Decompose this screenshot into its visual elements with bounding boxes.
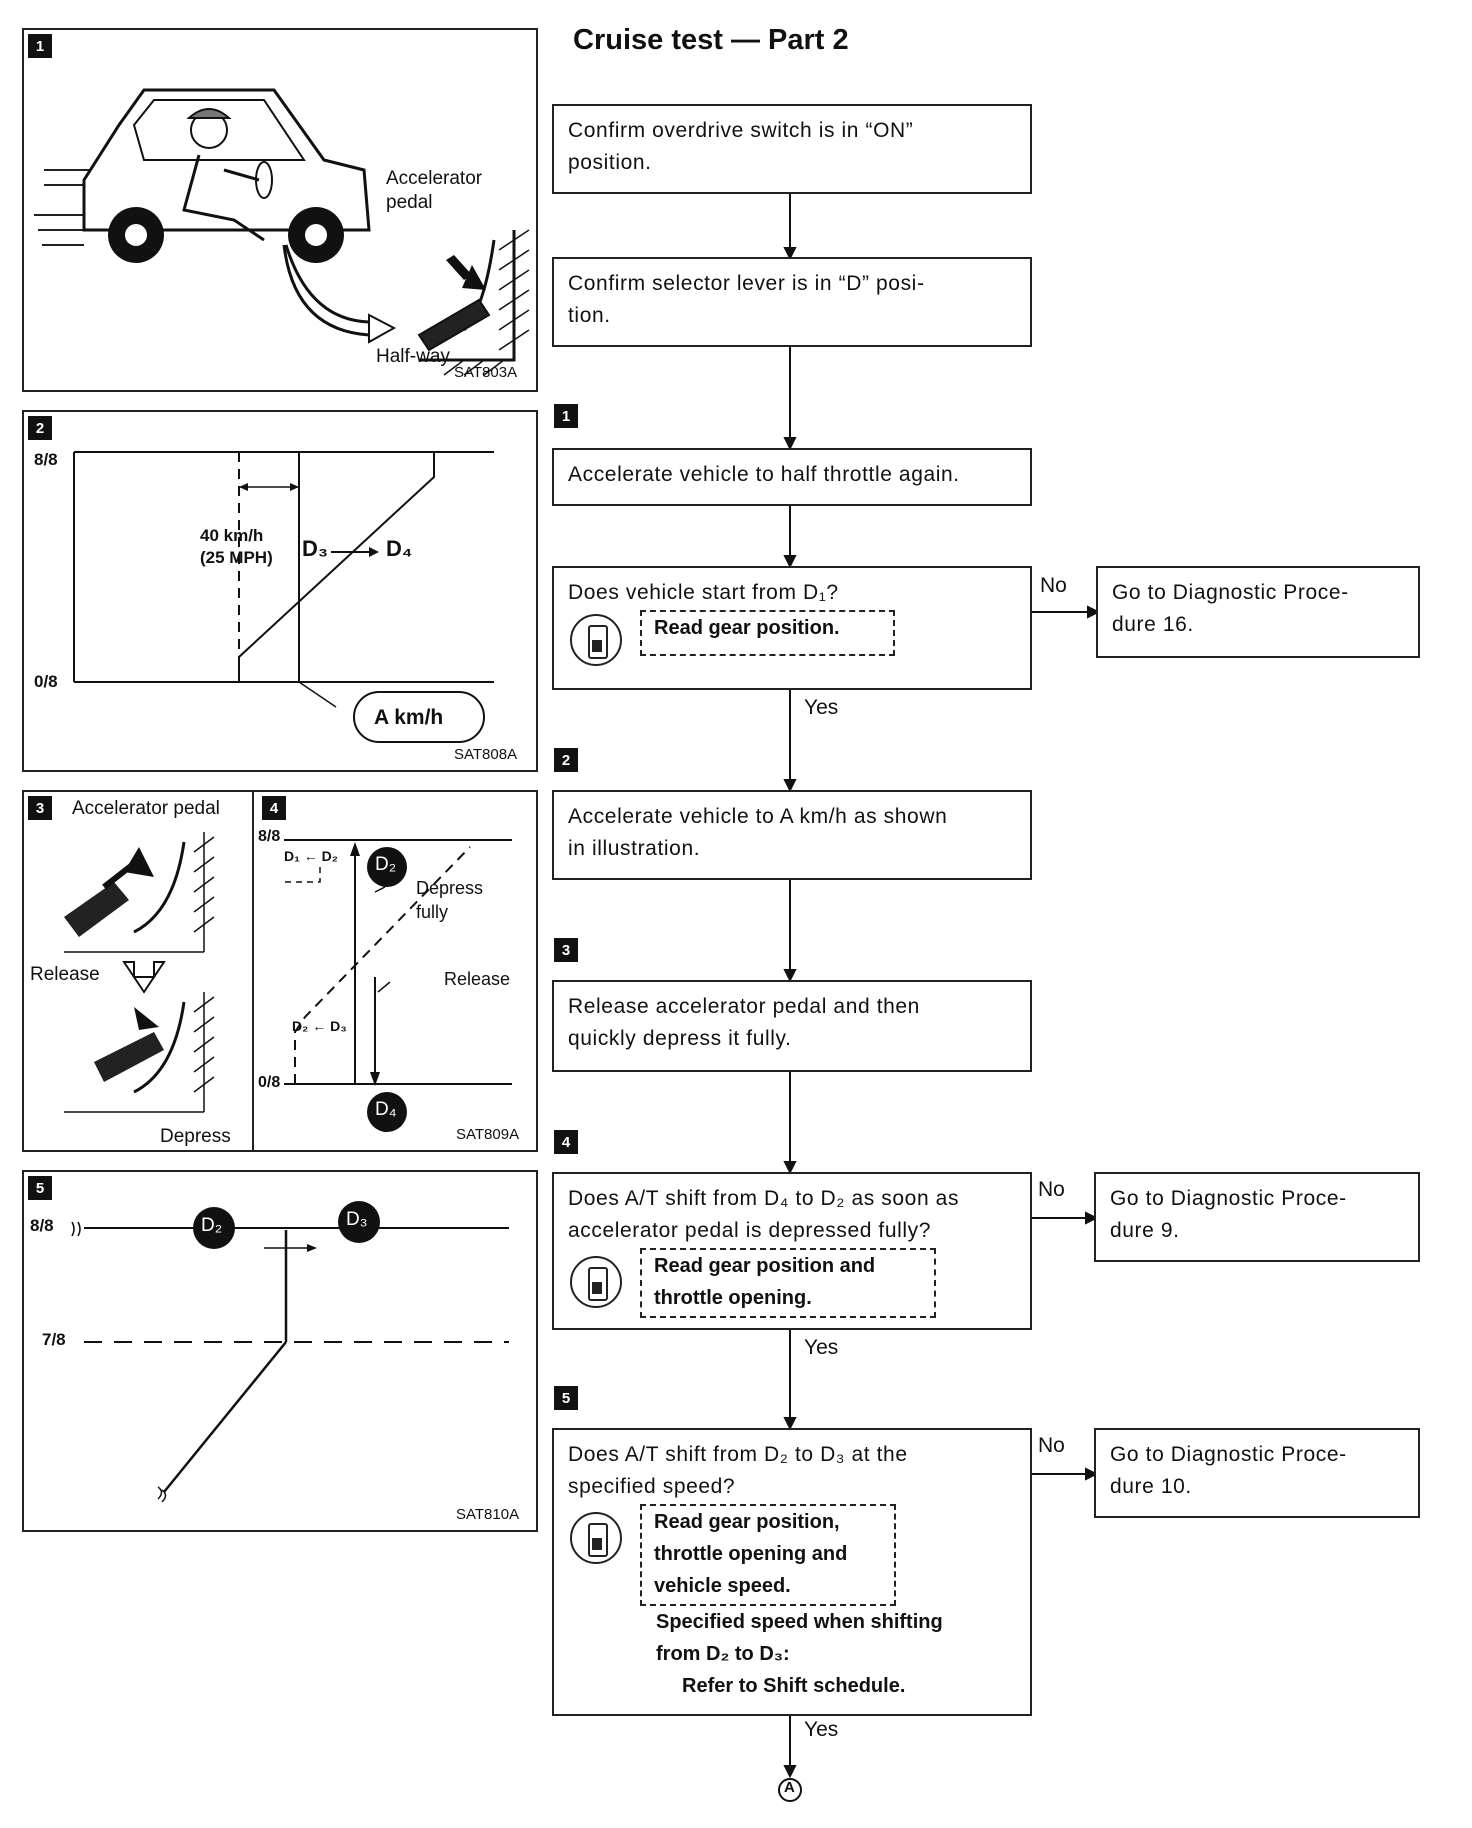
panel-number-badge: 5 [28, 1176, 52, 1200]
step-release-then-depress-pedal: Release accelerator pedal and then quick… [552, 980, 1032, 1072]
read-gear-throttle-speed-note: Read gear position, throttle opening and… [640, 1504, 896, 1606]
d4-label: D₄ [386, 536, 413, 561]
throttle-speed-graph [73, 451, 494, 743]
panel-number-badge: 4 [262, 796, 286, 820]
consult-tool-icon [570, 1256, 622, 1308]
panel-number-badge: 2 [28, 416, 52, 440]
d3-gear-circle-label: D₃ [346, 1209, 368, 1230]
illustration-panel-1: 1 [22, 28, 538, 392]
consult-tool-icon [570, 1512, 622, 1564]
depress-label: Depress [160, 1126, 231, 1147]
no-branch-label: No [1038, 1178, 1065, 1201]
go-to-diagnostic-procedure-16: Go to Diagnostic Proce- dure 16. [1096, 566, 1420, 658]
axis-top-label: 8/8 [30, 1216, 54, 1235]
pedal-label: pedal [386, 192, 433, 213]
release-label: Release [444, 969, 511, 989]
go-to-diagnostic-procedure-10: Go to Diagnostic Proce- dure 10. [1094, 1428, 1420, 1518]
axis-mid-label: 7/8 [42, 1330, 66, 1349]
step-confirm-overdrive-switch: Confirm overdrive switch is in “ON” posi… [552, 104, 1032, 194]
pedal-release-depress-illustration [64, 832, 215, 1113]
specified-speed-note: Specified speed when shifting from D₂ to… [656, 1611, 943, 1697]
no-branch-label: No [1040, 574, 1067, 597]
axis-top-label: 8/8 [34, 450, 58, 469]
axis-bottom-label: 0/8 [34, 672, 58, 691]
d1-d2-label: D₁ ← D₂ [284, 848, 339, 864]
figure-reference: SAT809A [456, 1126, 520, 1143]
consult-tool-icon [570, 614, 622, 666]
accelerator-label: Accelerator [386, 168, 483, 189]
step-accelerate-to-a-kmh: Accelerate vehicle to A km/h as shown in… [552, 790, 1032, 880]
kickdown-graph [284, 839, 512, 1132]
figure-reference: SAT803A [454, 364, 518, 381]
step-number-badge: 3 [554, 938, 578, 962]
panel-number-badge: 1 [28, 34, 52, 58]
speed-label-mph: (25 MPH) [200, 548, 273, 567]
step-number-badge: 2 [554, 748, 578, 772]
d3-label: D₃ [302, 536, 329, 561]
figure-reference: SAT810A [456, 1506, 520, 1523]
axis-bottom-label: 0/8 [258, 1074, 281, 1091]
step-number-badge: 1 [554, 404, 578, 428]
step-accelerate-half-throttle: Accelerate vehicle to half throttle agai… [552, 448, 1032, 506]
illustration-panel-5: 5 8/8 7/8 D₂ D₃ SAT810A [22, 1170, 538, 1532]
axis-top-label: 8/8 [258, 828, 281, 845]
read-gear-throttle-note: Read gear position and throttle opening. [640, 1248, 936, 1318]
car-accelerating-illustration [34, 88, 530, 376]
step-number-badge: 4 [554, 1130, 578, 1154]
d2-d3-label: D₂ ← D₃ [292, 1018, 347, 1034]
go-to-diagnostic-procedure-9: Go to Diagnostic Proce- dure 9. [1094, 1172, 1420, 1262]
panel-number-badge: 3 [28, 796, 52, 820]
step-check-d4-to-d2-shift: Does A/T shift from D₄ to D₂ as soon as … [552, 1172, 1032, 1330]
depress-fully-label-2: fully [416, 902, 449, 922]
d2-gear-circle-label: D₂ [375, 854, 397, 875]
depress-fully-label: Depress [416, 878, 484, 898]
step-confirm-selector-lever: Confirm selector lever is in “D” posi- t… [552, 257, 1032, 347]
release-label: Release [30, 964, 100, 985]
yes-branch-label: Yes [804, 696, 839, 719]
panel-divider [252, 792, 254, 1150]
speed-label-kmh: 40 km/h [200, 526, 264, 545]
no-branch-label: No [1038, 1434, 1065, 1457]
illustration-panel-2: 2 8/8 0/8 40 km/h (25 MPH) D₃ D₄ A km/h … [22, 410, 538, 772]
figure-reference: SAT808A [454, 746, 518, 763]
d4-gear-circle-label: D₄ [375, 1099, 397, 1120]
yes-branch-label: Yes [804, 1718, 839, 1741]
read-gear-position-note: Read gear position. [640, 610, 895, 656]
half-way-label: Half-way [376, 346, 450, 367]
step-number-badge: 5 [554, 1386, 578, 1410]
step-check-d2-to-d3-shift: Does A/T shift from D₂ to D₃ at the spec… [552, 1428, 1032, 1716]
illustration-panel-3-4: 3 Accelerator pedal Release Depress 4 [22, 790, 538, 1152]
continuation-connector: A [784, 1779, 795, 1796]
accelerator-pedal-label: Accelerator pedal [72, 798, 220, 819]
a-kmh-label: A km/h [374, 706, 444, 729]
yes-branch-label: Yes [804, 1336, 839, 1359]
d2-to-d3-shift-graph [71, 1201, 509, 1503]
d2-gear-circle-label: D₂ [201, 1215, 223, 1236]
page-title: Cruise test — Part 2 [573, 24, 849, 56]
step-check-start-from-d1: Does vehicle start from D₁? [552, 566, 1032, 690]
